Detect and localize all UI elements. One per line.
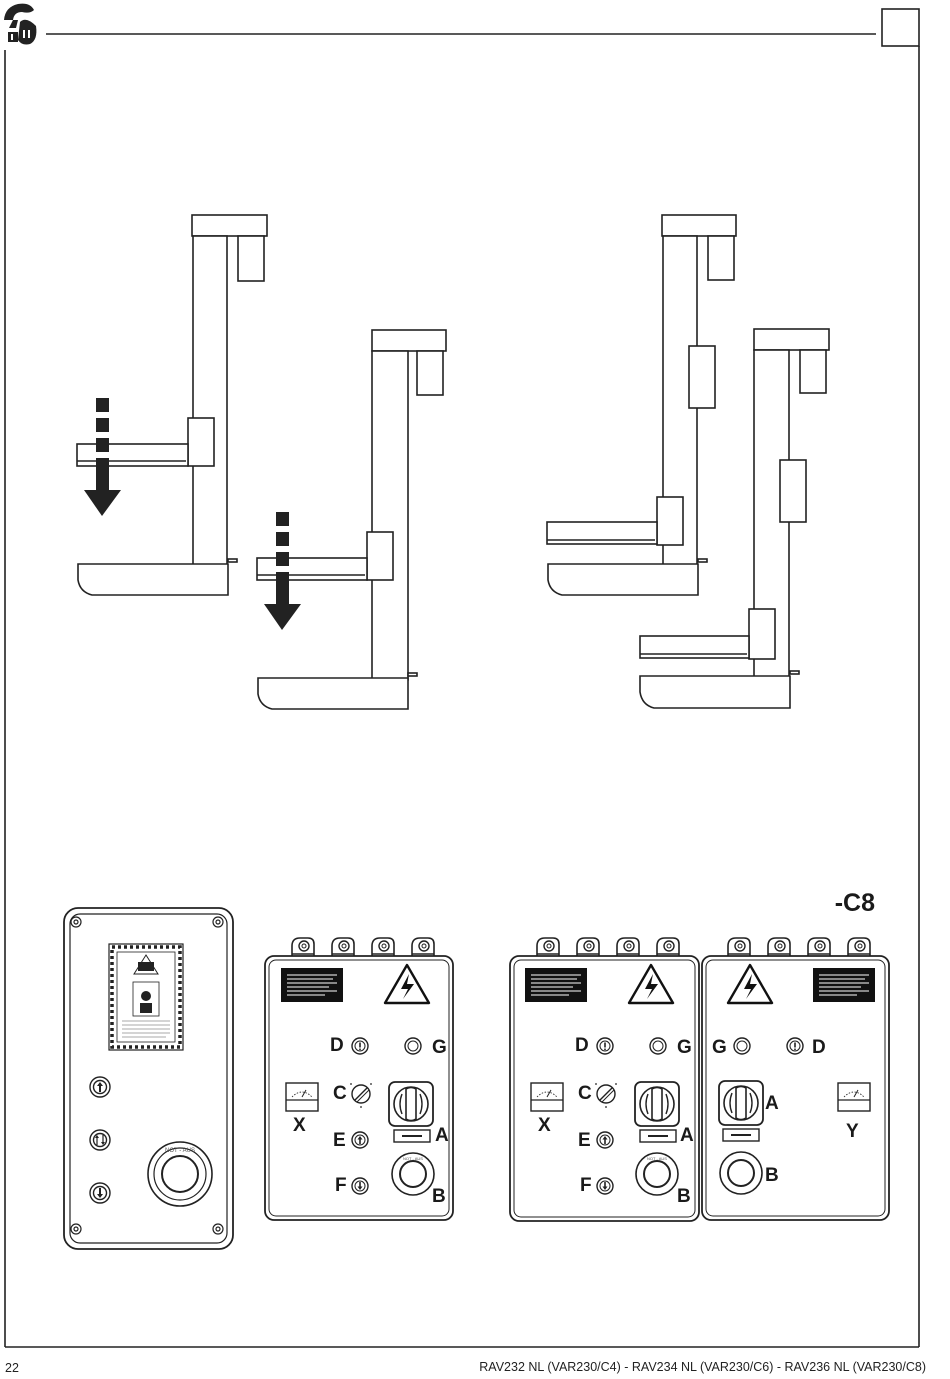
variant-code: -C8 bbox=[835, 889, 875, 917]
indicator-lamp-D bbox=[597, 1038, 613, 1054]
page-number: 22 bbox=[5, 1361, 19, 1375]
up-button[interactable] bbox=[90, 1077, 110, 1097]
emergency-stop-button[interactable]: NOT - AUS bbox=[148, 1142, 212, 1206]
gauge-X bbox=[531, 1083, 563, 1111]
control-panel-1: D G C X A E F NOT - AUS B bbox=[265, 938, 453, 1220]
label-D: D bbox=[812, 1037, 826, 1058]
footer-models: RAV232 NL (VAR230/C4) - RAV234 NL (VAR23… bbox=[479, 1360, 926, 1374]
emergency-stop-B[interactable]: NOT - AUS bbox=[392, 1153, 434, 1195]
lift-column-3 bbox=[547, 215, 736, 595]
lift-lowering-diagram bbox=[77, 215, 829, 709]
label-X: X bbox=[293, 1115, 306, 1136]
down-button-F[interactable] bbox=[597, 1178, 613, 1194]
switch-plate bbox=[394, 1130, 430, 1142]
control-panel-2: D G C X A E F NOT - AUS B bbox=[510, 938, 699, 1221]
main-switch-A[interactable] bbox=[719, 1081, 763, 1125]
switch-plate bbox=[640, 1130, 676, 1142]
label-B: B bbox=[432, 1186, 446, 1207]
emergency-stop-B[interactable]: NOT - AUS bbox=[636, 1153, 678, 1195]
emergency-stop-label: NOT - AUS bbox=[165, 1148, 195, 1154]
info-label bbox=[525, 968, 587, 1002]
label-B: B bbox=[677, 1186, 691, 1207]
cable-glands bbox=[728, 938, 870, 956]
label-A: A bbox=[765, 1093, 779, 1114]
info-label bbox=[813, 968, 875, 1002]
switch-plate bbox=[723, 1129, 759, 1141]
up-down-button[interactable] bbox=[90, 1130, 110, 1150]
up-button-E[interactable] bbox=[597, 1132, 613, 1148]
emergency-stop-label: NOT - AUS bbox=[647, 1156, 667, 1161]
main-switch-A[interactable] bbox=[635, 1082, 679, 1126]
label-A: A bbox=[680, 1125, 694, 1146]
brand-logo bbox=[4, 4, 36, 45]
label-C: C bbox=[578, 1083, 592, 1104]
warning-sticker bbox=[109, 944, 183, 1050]
label-B: B bbox=[765, 1165, 779, 1186]
label-F: F bbox=[580, 1175, 592, 1196]
label-F: F bbox=[335, 1175, 347, 1196]
indicator-lamp-G bbox=[650, 1038, 666, 1054]
main-switch-A[interactable] bbox=[389, 1082, 433, 1126]
cable-glands bbox=[537, 938, 679, 956]
gauge-X bbox=[286, 1083, 318, 1111]
label-A: A bbox=[435, 1125, 449, 1146]
down-button[interactable] bbox=[90, 1183, 110, 1203]
cable-glands bbox=[292, 938, 434, 956]
label-E: E bbox=[333, 1130, 346, 1151]
indicator-lamp-G bbox=[405, 1038, 421, 1054]
indicator-lamp-D bbox=[352, 1038, 368, 1054]
label-G: G bbox=[677, 1037, 692, 1058]
label-D: D bbox=[330, 1035, 344, 1056]
label-X: X bbox=[538, 1115, 551, 1136]
label-E: E bbox=[578, 1130, 591, 1151]
label-G: G bbox=[432, 1037, 447, 1058]
label-C: C bbox=[333, 1083, 347, 1104]
emergency-stop-B[interactable] bbox=[720, 1152, 762, 1194]
indicator-lamp-D bbox=[787, 1038, 803, 1054]
up-button-E[interactable] bbox=[352, 1132, 368, 1148]
gauge-Y bbox=[838, 1083, 870, 1111]
indicator-lamp-G bbox=[734, 1038, 750, 1054]
down-button-F[interactable] bbox=[352, 1178, 368, 1194]
label-Y: Y bbox=[846, 1121, 859, 1142]
emergency-stop-label: NOT - AUS bbox=[403, 1156, 423, 1161]
label-G: G bbox=[712, 1037, 727, 1058]
remote-control-box: NOT - AUS bbox=[64, 908, 233, 1249]
label-D: D bbox=[575, 1035, 589, 1056]
control-panel-3: G D A Y B bbox=[702, 938, 889, 1220]
info-label bbox=[281, 968, 343, 1002]
